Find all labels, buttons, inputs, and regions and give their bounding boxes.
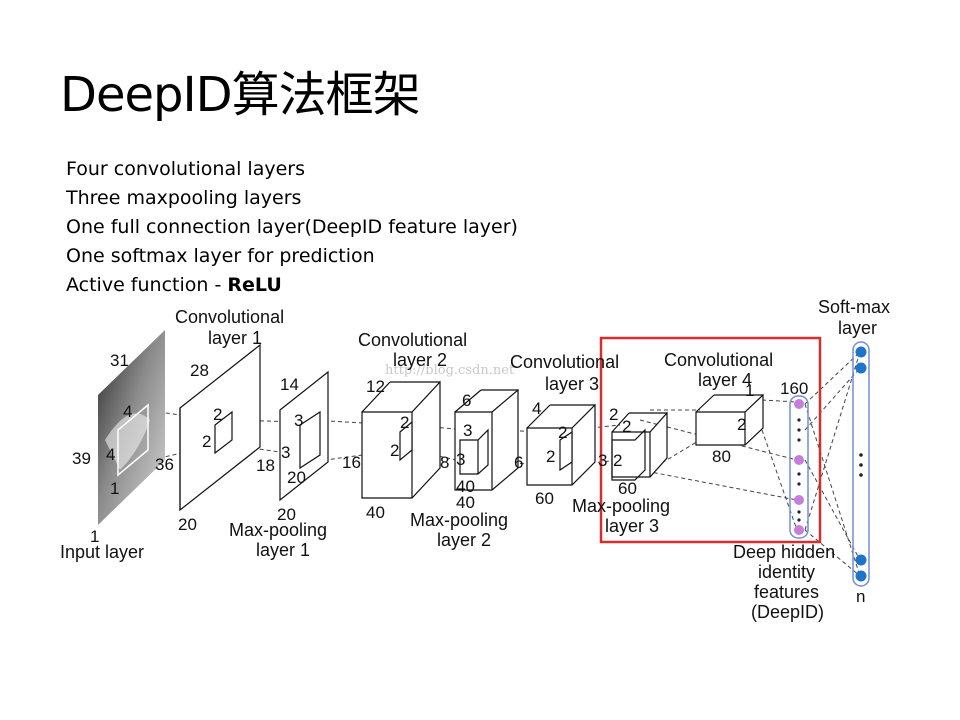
dim-softmax-n: n <box>856 587 865 606</box>
dim-p1-20a: 20 <box>287 468 306 487</box>
dim-p1-kernel-3a: 3 <box>294 411 303 430</box>
pool3-label-line1: Max-pooling <box>572 496 670 516</box>
softmax-label-line2: layer <box>838 318 877 338</box>
dim-c1-36: 36 <box>155 455 174 474</box>
dim-p2-40b: 40 <box>456 493 475 512</box>
dim-input-kernel-4a: 4 <box>123 402 132 421</box>
dim-p2-6: 6 <box>462 391 471 410</box>
dim-p2-40a: 40 <box>456 477 475 496</box>
softmax-column <box>852 341 870 587</box>
dim-c2-kernel-2a: 2 <box>400 413 409 432</box>
deepid-label-line3: features <box>754 582 819 602</box>
softmax-label-line1: Soft-max <box>818 297 890 317</box>
conv2-label-line1: Convolutional <box>358 330 467 350</box>
dim-p1-kernel-3b: 3 <box>281 443 290 462</box>
dim-c2-12: 12 <box>366 377 385 396</box>
dim-p2-kernel-3a: 3 <box>463 421 472 440</box>
dim-p1-14: 14 <box>280 375 299 394</box>
input-layer-label: Input layer <box>60 542 144 562</box>
bullet-pool: Three maxpooling layers <box>66 187 302 209</box>
dim-c4-1: 1 <box>745 381 754 400</box>
dim-c1-20: 20 <box>178 515 197 534</box>
conv1-label-line2: layer 1 <box>208 328 262 348</box>
deepid-label-line4: (DeepID) <box>751 602 824 622</box>
dim-c2-kernel-2b: 2 <box>390 441 399 460</box>
conv1-label-line1: Convolutional <box>175 307 284 327</box>
bullet-activation-prefix: Active function - <box>66 274 228 296</box>
bullet-fc: One full connection layer(DeepID feature… <box>66 216 518 238</box>
pool3-label-line2: layer 3 <box>605 516 659 536</box>
pool2-block <box>454 388 519 491</box>
dim-p1-20b: 20 <box>277 505 296 524</box>
deepid-feature-column <box>789 395 809 539</box>
dim-p2-kernel-3b: 3 <box>456 450 465 469</box>
dim-input-31: 31 <box>110 351 129 370</box>
dim-input-kernel-4b: 4 <box>106 445 115 464</box>
highlight-box <box>599 336 822 544</box>
bullet-list: Four convolutional layers Three maxpooli… <box>66 155 518 300</box>
conv4-label-line2: layer 4 <box>698 370 752 390</box>
conv2-block <box>361 380 441 499</box>
deepid-label-line1: Deep hidden <box>733 542 835 562</box>
dim-p3-3: 3 <box>598 451 607 470</box>
pool2-label-line1: Max-pooling <box>410 510 508 530</box>
dim-c2-16: 16 <box>342 453 361 472</box>
dim-c3-4: 4 <box>532 399 541 418</box>
slide-title: DeepID算法框架 <box>60 67 421 123</box>
dim-c3-6: 6 <box>514 453 523 472</box>
conv3-label-line1: Convolutional <box>510 352 619 372</box>
dim-feature-160: 160 <box>780 379 808 398</box>
bullet-conv: Four convolutional layers <box>66 158 305 180</box>
dim-p3-kernel-2b: 2 <box>622 417 631 436</box>
conv1-block <box>179 343 261 512</box>
watermark-text: http://blog.csdn.net <box>385 363 515 378</box>
dim-p1-18: 18 <box>256 456 275 475</box>
pool1-label-line2: layer 1 <box>256 540 310 560</box>
conv4-label-line1: Convolutional <box>664 350 773 370</box>
dim-p3-kernel-2a: 2 <box>609 405 618 424</box>
dim-c4-80: 80 <box>712 447 731 466</box>
dim-c1-28: 28 <box>190 361 209 380</box>
dim-c3-60: 60 <box>535 489 554 508</box>
bullet-activation-relu: ReLU <box>227 274 282 296</box>
dim-c4-2: 2 <box>737 415 746 434</box>
bullet-activation: Active function - ReLU <box>66 271 518 300</box>
pool1-label-line1: Max-pooling <box>229 520 327 540</box>
conv3-label-line2: layer 3 <box>545 374 599 394</box>
input-face-image <box>98 330 165 525</box>
dim-input-1: 1 <box>90 527 99 546</box>
bullet-softmax: One softmax layer for prediction <box>66 245 375 267</box>
dim-c3-kernel-2a: 2 <box>558 423 567 442</box>
dim-input-39: 39 <box>72 449 91 468</box>
dim-p3-kernel-2c: 2 <box>613 451 622 470</box>
dim-c1-kernel-2a: 2 <box>213 405 222 424</box>
dim-c2-40: 40 <box>366 503 385 522</box>
pool3-block <box>611 411 668 481</box>
dim-c3-kernel-2b: 2 <box>546 447 555 466</box>
dim-c1-kernel-2b: 2 <box>202 432 211 451</box>
conv3-block <box>526 403 596 486</box>
conv2-label-line2: layer 2 <box>393 350 447 370</box>
dim-p2-8: 8 <box>440 453 449 472</box>
dim-p3-60: 60 <box>618 479 637 498</box>
dim-input-kernel-1: 1 <box>110 479 119 498</box>
conv4-block <box>695 393 764 446</box>
deepid-label-line2: identity <box>758 562 815 582</box>
pool1-block <box>279 370 329 502</box>
pool2-label-line2: layer 2 <box>437 530 491 550</box>
